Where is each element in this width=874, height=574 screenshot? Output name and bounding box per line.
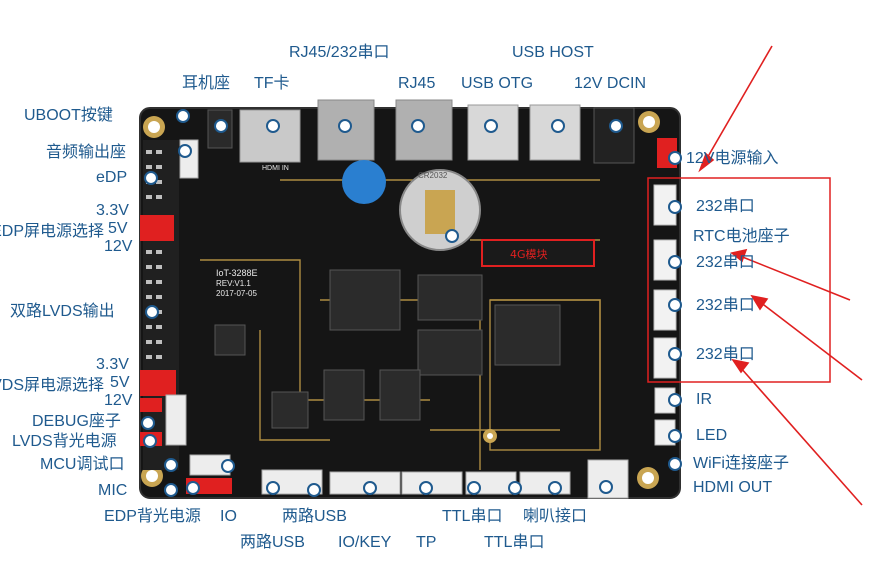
label-audio-out: 音频输出座 [46, 144, 127, 161]
label-12v-b: 12V [104, 392, 133, 409]
label-3v3-a: 3.3V [96, 202, 129, 219]
sticker-4g-text: 4G模块 [510, 248, 548, 261]
label-earphone: 耳机座 [182, 75, 231, 92]
top-connectors [207, 99, 635, 164]
blue-capacitor [342, 160, 386, 204]
label-edp-backlight: EDP背光电源 [104, 508, 201, 525]
label-edp-power: EDP屏电源选择 [0, 223, 104, 240]
label-speaker: 喇叭接口 [523, 508, 588, 525]
label-iokey: IO/KEY [338, 534, 392, 551]
label-lvds-dual: 双路LVDS输出 [10, 303, 115, 320]
label-power-in: 12V电源输入 [686, 150, 779, 167]
label-usb2-a: 两路USB [282, 508, 347, 525]
label-rj45: RJ45 [398, 75, 436, 92]
label-5v-b: 5V [110, 374, 130, 391]
pcb-board [139, 107, 681, 499]
label-usb2-b: 两路USB [240, 534, 305, 551]
label-debug: DEBUG座子 [32, 413, 121, 430]
label-led: LED [696, 427, 728, 444]
silk-date: 2017-07-05 [216, 289, 257, 298]
label-uart232-2: 232串口 [696, 254, 755, 271]
label-3v3-b: 3.3V [96, 356, 129, 373]
label-tp: TP [416, 534, 437, 551]
label-ttl-a: TTL串口 [442, 508, 503, 525]
sticker-4g [481, 239, 595, 267]
anchor-dots [141, 109, 682, 497]
label-mcu: MCU调试口 [40, 456, 125, 473]
battery-text: CR2032 [418, 171, 448, 180]
label-uboot: UBOOT按键 [24, 107, 113, 124]
label-12v-a: 12V [104, 238, 133, 255]
right-connectors [653, 184, 677, 446]
mount-holes [141, 111, 660, 489]
label-tf: TF卡 [254, 75, 290, 92]
label-mic: MIC [98, 482, 128, 499]
label-uart232-1: 232串口 [696, 198, 755, 215]
label-rj45-232: RJ45/232串口 [289, 44, 390, 61]
label-uart232-3: 232串口 [696, 297, 755, 314]
silk-rev: REV:V1.1 [216, 279, 251, 288]
uart-callout-box [647, 177, 831, 383]
label-ttl-b: TTL串口 [484, 534, 545, 551]
callout-arrows [698, 45, 863, 506]
label-hdmi-out: HDMI OUT [693, 479, 773, 496]
chips [214, 269, 561, 429]
label-rtc: RTC电池座子 [693, 228, 790, 245]
label-io: IO [220, 508, 237, 525]
silk-model: IoT-3288E [216, 268, 258, 278]
label-dcin: 12V DCIN [574, 75, 647, 92]
silk-hdmi: HDMI IN [262, 165, 289, 172]
label-edp: eDP [96, 169, 128, 186]
label-uart232-4: 232串口 [696, 346, 755, 363]
label-usb-otg: USB OTG [461, 75, 534, 92]
label-lvds-backlight: LVDS背光电源 [12, 433, 117, 450]
label-5v-a: 5V [108, 220, 128, 237]
label-usb-host: USB HOST [512, 44, 594, 61]
label-wifi: WiFi连接座子 [693, 455, 789, 472]
label-ir: IR [696, 391, 712, 408]
label-lvds-power: LVDS屏电源选择 [0, 377, 104, 394]
